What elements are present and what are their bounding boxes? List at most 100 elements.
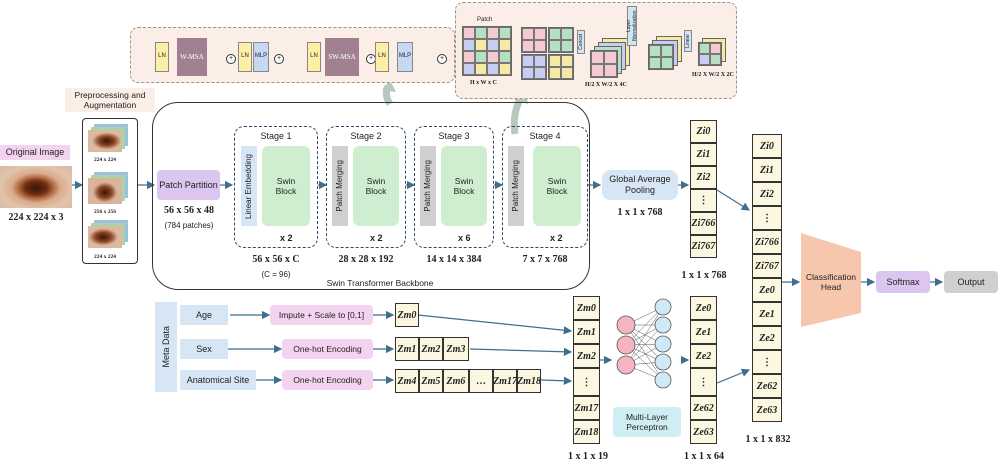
meta-row-sex: Sex: [180, 339, 228, 359]
vector-cell: ⋮: [752, 206, 782, 230]
stage-3-dims: 14 x 14 x 384: [426, 254, 482, 265]
vector-cell: ⋮: [573, 368, 600, 396]
concat-cube: [590, 38, 634, 78]
sw-msa-block-ln1: LN: [307, 42, 321, 72]
w-msa-box: W-MSA: [177, 38, 207, 76]
meta-cell: Zm4: [395, 369, 419, 393]
mlp-label-box: Multi-Layer Perceptron: [613, 407, 681, 437]
meta-cell: Zm18: [517, 369, 541, 393]
vector-cell: Zm18: [573, 420, 600, 444]
split-grid-2: [548, 27, 574, 53]
aug-size-2: 256 x 256: [94, 209, 116, 215]
swin-backbone-container: [152, 102, 590, 290]
vector-cell: Ze63: [752, 398, 782, 422]
ln-cube: [646, 36, 686, 72]
stage-2-swin-block: Swin Block: [353, 146, 399, 226]
vector-cell: Zm2: [573, 344, 600, 368]
skin-lesion-image: [0, 166, 72, 208]
softmax-box: Softmax: [876, 271, 930, 293]
sw-msa-block-ln2: LN: [375, 42, 389, 72]
w-msa-block-mlp: MLP: [253, 42, 269, 72]
vector-cell: ⋮: [752, 350, 782, 374]
stage-2: [326, 126, 406, 248]
meta-cell: Zm5: [419, 369, 443, 393]
stage-4-title: Stage 4: [529, 131, 561, 141]
out-dims-label: H/2 X W/2 X 2C: [692, 72, 734, 78]
stage-1-repeat: x 2: [280, 233, 293, 243]
vector-cell: Zm0: [573, 296, 600, 320]
backbone-label: Swin Transformer Backbone: [326, 278, 434, 288]
vector-cell: Zi1: [752, 158, 782, 182]
meta-cell: Zm2: [419, 337, 443, 361]
augmented-stack-3: [88, 220, 130, 252]
stage-4-patch-merging: Patch Merging: [508, 146, 524, 226]
stage-1-title: Stage 1: [260, 131, 292, 141]
stage-1-linear-embedding: Linear Embedding: [241, 146, 257, 226]
sw-msa-block-mlp: MLP: [397, 42, 413, 72]
meta-cell: Zm3: [443, 337, 469, 361]
residual-add-icon: +: [437, 54, 447, 64]
concat-label: Concat: [577, 30, 585, 54]
stage-4-dims: 7 x 7 x 768: [522, 254, 568, 265]
concat-dims-label: H/2 X W/2 X 4C: [585, 82, 627, 88]
global-average-pooling-box: Global Average Pooling: [602, 170, 678, 200]
stage-3-title: Stage 3: [438, 131, 470, 141]
vector-cell: ⋮: [690, 189, 717, 212]
patch-partition-box: Patch Partition: [157, 170, 220, 200]
vector-cell: Zi2: [752, 182, 782, 206]
stage-3-swin-block: Swin Block: [441, 146, 487, 226]
meta-cell: Zm17: [493, 369, 517, 393]
residual-add-icon: +: [226, 54, 236, 64]
meta-cell: Zm6: [443, 369, 469, 393]
meta-cell: …: [469, 369, 493, 393]
stage-4: [502, 126, 588, 248]
vector-cell: Zi0: [752, 134, 782, 158]
gap-dims: 1 x 1 x 768: [617, 207, 663, 218]
vector-cell: ⋮: [690, 368, 717, 396]
patch-grid: [462, 26, 512, 76]
stage-3-patch-merging: Patch Merging: [420, 146, 436, 226]
w-msa-block-ln2: LN: [238, 42, 252, 72]
vector-cell: Ze2: [690, 344, 717, 368]
original-image-dims: 224 x 224 x 3: [8, 212, 64, 223]
onehot-sex-box: One-hot Encoding: [282, 339, 373, 359]
onehot-site-box: One-hot Encoding: [282, 370, 373, 390]
patch-partition-note: (784 patches): [164, 221, 214, 230]
out-cube: [696, 38, 730, 68]
meta-cell: Zm0: [395, 303, 419, 327]
patch-partition-dims: 56 x 56 x 48: [164, 205, 214, 216]
stage-4-swin-block: Swin Block: [533, 146, 581, 226]
augmented-stack-1: [88, 124, 130, 156]
stage-3: [414, 126, 494, 248]
stage-1: [234, 126, 318, 248]
linear-label: Linear: [684, 30, 692, 52]
meta-vector-dims: 1 x 1 x 19: [568, 451, 608, 462]
vector-cell: Ze62: [690, 396, 717, 420]
vector-cell: Ze63: [690, 420, 717, 444]
stage-2-title: Stage 2: [350, 131, 382, 141]
original-image-label: Original Image: [0, 145, 70, 160]
vector-cell: Zm1: [573, 320, 600, 344]
split-grid-3: [521, 54, 547, 80]
vector-cell: Zi767: [690, 235, 717, 258]
vector-cell: Zi766: [690, 212, 717, 235]
vector-cell: Ze2: [752, 326, 782, 350]
split-grid-1: [521, 27, 547, 53]
meta-cell: Zm1: [395, 337, 419, 361]
meta-row-site: Anatomical Site: [180, 370, 256, 390]
vector-cell: Zi0: [690, 120, 717, 143]
residual-add-icon: +: [274, 54, 284, 64]
meta-row-age: Age: [180, 305, 228, 325]
concat-vector-dims: 1 x 1 x 832: [745, 434, 791, 445]
patch-label: Patch: [477, 17, 493, 23]
aug-size-3: 224 x 224: [94, 254, 116, 260]
stage-1-dims: 56 x 56 x C: [252, 254, 300, 265]
vector-cell: Ze62: [752, 374, 782, 398]
layer-norm-label: Layer Normalization: [626, 6, 638, 46]
sw-msa-box: SW-MSA: [325, 38, 359, 76]
stage-2-patch-merging: Patch Merging: [332, 146, 348, 226]
output-box: Output: [944, 271, 998, 293]
image-vector-dims: 1 x 1 x 768: [681, 270, 727, 281]
stage-1-swin-block: Swin Block: [262, 146, 310, 226]
stage-4-repeat: x 2: [550, 233, 563, 243]
